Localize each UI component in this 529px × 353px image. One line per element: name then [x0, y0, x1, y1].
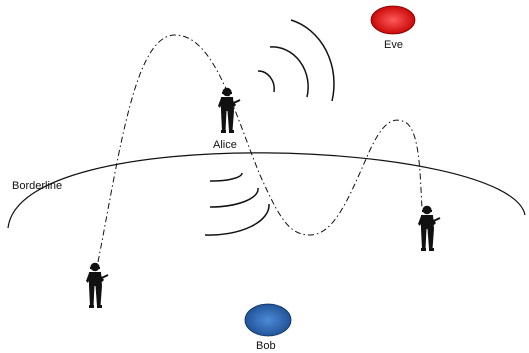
signal-waves-upper [257, 19, 335, 102]
borderline-arc [7, 152, 526, 229]
signal-waves-lower [204, 172, 270, 236]
signal-wave-icon [290, 19, 335, 102]
communication-path [97, 34, 423, 263]
signal-wave-icon [209, 172, 243, 182]
soldier-silhouette-icon [417, 204, 441, 252]
eve-label: Eve [384, 39, 403, 51]
bob-label: Bob [256, 340, 276, 352]
signal-wave-icon [257, 70, 275, 93]
borderline-label: Borderline [12, 180, 63, 192]
soldier-silhouette-icon [217, 86, 241, 134]
eve-node-icon [370, 5, 416, 35]
signal-wave-icon [269, 46, 309, 98]
signal-wave-icon [204, 203, 270, 236]
bob-node-icon [244, 303, 292, 337]
soldier-silhouette-icon [85, 261, 109, 309]
alice-label: Alice [213, 139, 237, 151]
signal-wave-icon [209, 187, 259, 208]
